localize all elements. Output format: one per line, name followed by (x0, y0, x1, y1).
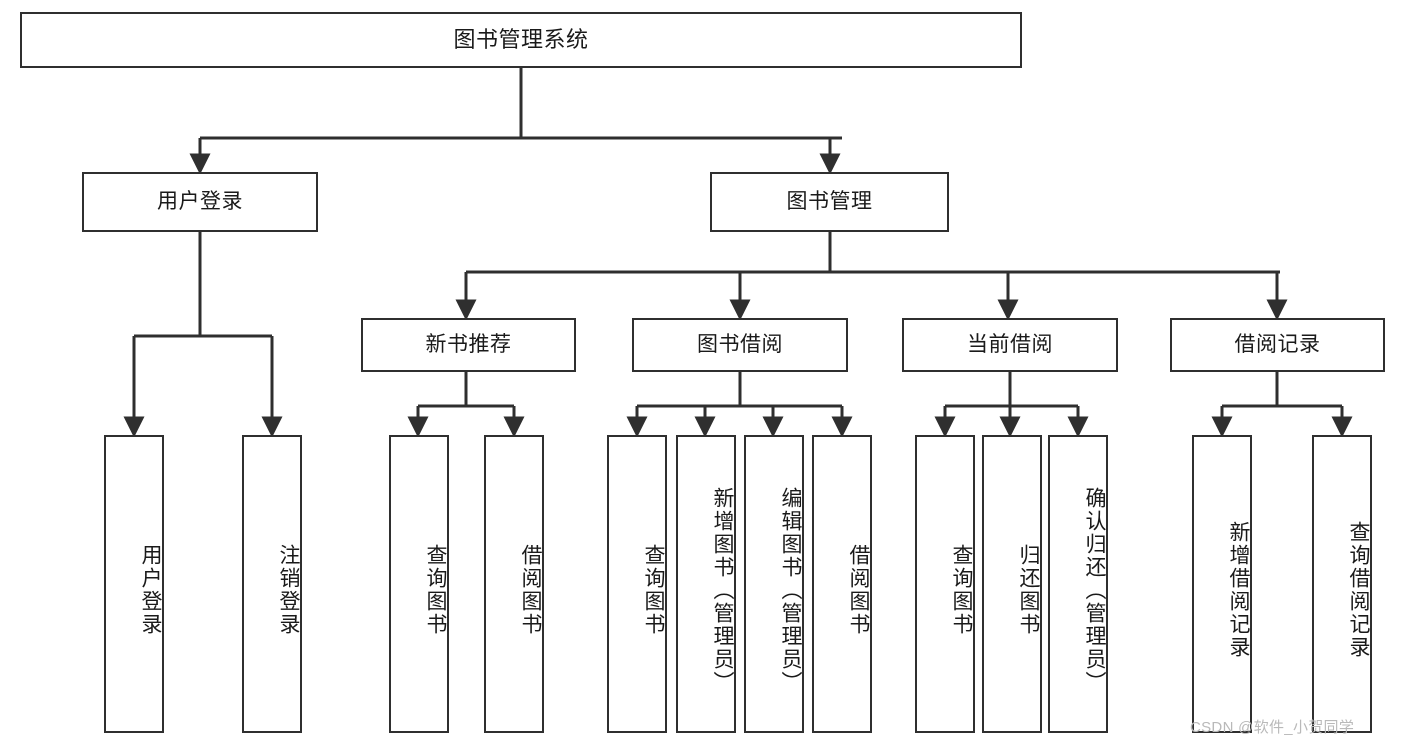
leaf-confirm-return[interactable]: 确认归还（管理员） (1048, 435, 1108, 733)
node-label: 查询图书 (642, 544, 665, 636)
node-label: 注销登录 (277, 544, 300, 636)
node-label: 新增图书（管理员） (711, 486, 734, 694)
node-label: 归还图书 (1017, 544, 1040, 636)
node-label: 查询借阅记录 (1347, 521, 1370, 659)
leaf-query-book-2[interactable]: 查询图书 (607, 435, 667, 733)
leaf-query-book-3[interactable]: 查询图书 (915, 435, 975, 733)
node-label: 编辑图书（管理员） (779, 486, 802, 694)
node-new-book-recommend[interactable]: 新书推荐 (361, 318, 576, 372)
leaf-query-book-1[interactable]: 查询图书 (389, 435, 449, 733)
node-label: 借阅记录 (1234, 332, 1321, 356)
leaf-query-record[interactable]: 查询借阅记录 (1312, 435, 1372, 733)
node-label: 新增借阅记录 (1227, 521, 1250, 659)
node-book-borrow[interactable]: 图书借阅 (632, 318, 848, 372)
node-label: 图书管理系统 (453, 27, 589, 53)
leaf-return-book[interactable]: 归还图书 (982, 435, 1042, 733)
node-label: 用户登录 (157, 189, 243, 213)
node-label: 图书借阅 (697, 332, 783, 356)
node-label: 查询图书 (424, 544, 447, 636)
node-label: 借阅图书 (519, 544, 542, 636)
node-book-management[interactable]: 图书管理 (710, 172, 949, 232)
leaf-borrow-book-1[interactable]: 借阅图书 (484, 435, 544, 733)
node-label: 借阅图书 (847, 544, 870, 636)
leaf-add-record[interactable]: 新增借阅记录 (1192, 435, 1252, 733)
leaf-user-login[interactable]: 用户登录 (104, 435, 164, 733)
node-root-book-management-system[interactable]: 图书管理系统 (20, 12, 1022, 68)
node-label: 图书管理 (786, 189, 873, 213)
leaf-edit-book[interactable]: 编辑图书（管理员） (744, 435, 804, 733)
leaf-borrow-book-2[interactable]: 借阅图书 (812, 435, 872, 733)
node-label: 新书推荐 (425, 332, 512, 356)
leaf-user-logout[interactable]: 注销登录 (242, 435, 302, 733)
node-label: 用户登录 (139, 544, 162, 636)
node-current-borrow[interactable]: 当前借阅 (902, 318, 1118, 372)
csdn-watermark: CSDN @软件_小贺同学 (1190, 719, 1355, 736)
node-label: 查询图书 (950, 544, 973, 636)
node-borrow-record[interactable]: 借阅记录 (1170, 318, 1385, 372)
leaf-add-book[interactable]: 新增图书（管理员） (676, 435, 736, 733)
node-label: 确认归还（管理员） (1083, 486, 1106, 694)
node-user-login[interactable]: 用户登录 (82, 172, 318, 232)
node-label: 当前借阅 (967, 332, 1053, 356)
